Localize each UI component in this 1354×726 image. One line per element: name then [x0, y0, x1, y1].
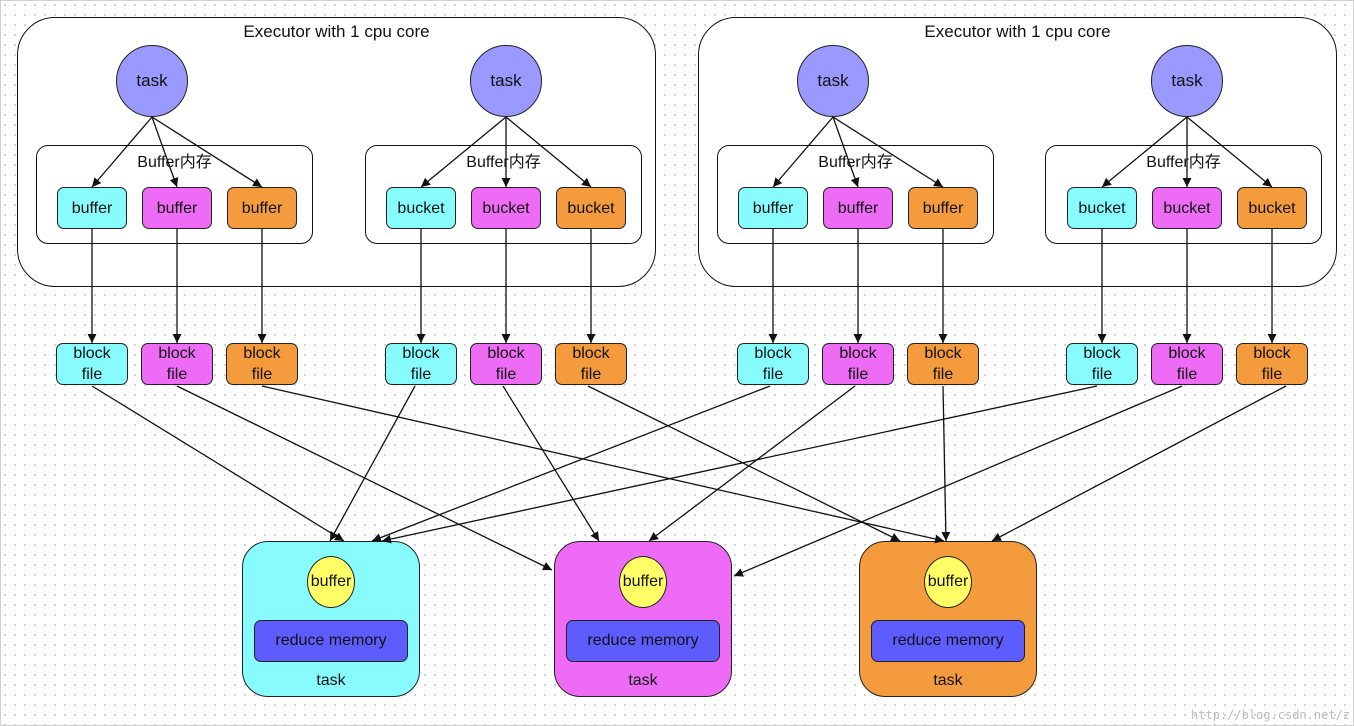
bucket-cyan: bucket — [386, 187, 456, 229]
reduce-buffer-node: buffer — [619, 556, 667, 608]
reduce-task-orange: buffer reduce memory task — [859, 541, 1037, 697]
reduce-task-cyan: buffer reduce memory task — [242, 541, 420, 697]
reduce-task-label: task — [933, 672, 963, 689]
buffer-memory-title: Buffer内存 — [1146, 154, 1221, 171]
map-task-node: task — [470, 45, 542, 117]
buffer-memory-title: Buffer内存 — [818, 154, 893, 171]
flow-arrow — [91, 385, 345, 542]
block-file-orange: block file — [226, 343, 298, 385]
reduce-memory-box: reduce memory — [566, 620, 720, 662]
bucket-magenta: bucket — [1152, 187, 1222, 229]
flow-arrow — [648, 385, 856, 542]
block-file-magenta: block file — [141, 343, 213, 385]
buffer-cyan: buffer — [738, 187, 808, 229]
reduce-buffer-node: buffer — [924, 556, 972, 608]
flow-arrow — [587, 385, 901, 542]
flow-arrow — [261, 385, 945, 544]
bucket-orange: bucket — [556, 187, 626, 229]
flow-arrow — [381, 385, 1098, 544]
flow-arrow — [329, 385, 416, 542]
bucket-cyan: bucket — [1067, 187, 1137, 229]
block-file-orange: block file — [907, 343, 979, 385]
bucket-magenta: bucket — [471, 187, 541, 229]
block-file-cyan: block file — [56, 343, 128, 385]
map-task-node: task — [797, 45, 869, 117]
flow-arrow — [991, 385, 1287, 542]
bucket-orange: bucket — [1237, 187, 1307, 229]
executor-title: Executor with 1 cpu core — [924, 22, 1111, 41]
block-file-magenta: block file — [822, 343, 894, 385]
flow-arrow — [371, 385, 771, 542]
watermark: http://blog.csdn.net/z — [1191, 708, 1350, 722]
reduce-task-label: task — [316, 672, 346, 689]
buffer-magenta: buffer — [142, 187, 212, 229]
block-file-cyan: block file — [1066, 343, 1138, 385]
buffer-orange: buffer — [908, 187, 978, 229]
flow-arrow — [502, 385, 600, 542]
map-task-node: task — [116, 45, 188, 117]
executor-title: Executor with 1 cpu core — [243, 22, 430, 41]
block-file-magenta: block file — [470, 343, 542, 385]
buffer-memory-title: Buffer内存 — [137, 154, 212, 171]
map-task-node: task — [1151, 45, 1223, 117]
buffer-magenta: buffer — [823, 187, 893, 229]
reduce-task-magenta: buffer reduce memory task — [554, 541, 732, 697]
block-file-cyan: block file — [385, 343, 457, 385]
block-file-magenta: block file — [1151, 343, 1223, 385]
block-file-cyan: block file — [737, 343, 809, 385]
buffer-orange: buffer — [227, 187, 297, 229]
reduce-memory-box: reduce memory — [254, 620, 408, 662]
reduce-buffer-node: buffer — [307, 556, 355, 608]
buffer-cyan: buffer — [57, 187, 127, 229]
block-file-orange: block file — [555, 343, 627, 385]
reduce-memory-box: reduce memory — [871, 620, 1025, 662]
reduce-task-label: task — [628, 672, 658, 689]
flow-arrow — [941, 385, 951, 542]
block-file-orange: block file — [1236, 343, 1308, 385]
buffer-memory-title: Buffer内存 — [466, 154, 541, 171]
